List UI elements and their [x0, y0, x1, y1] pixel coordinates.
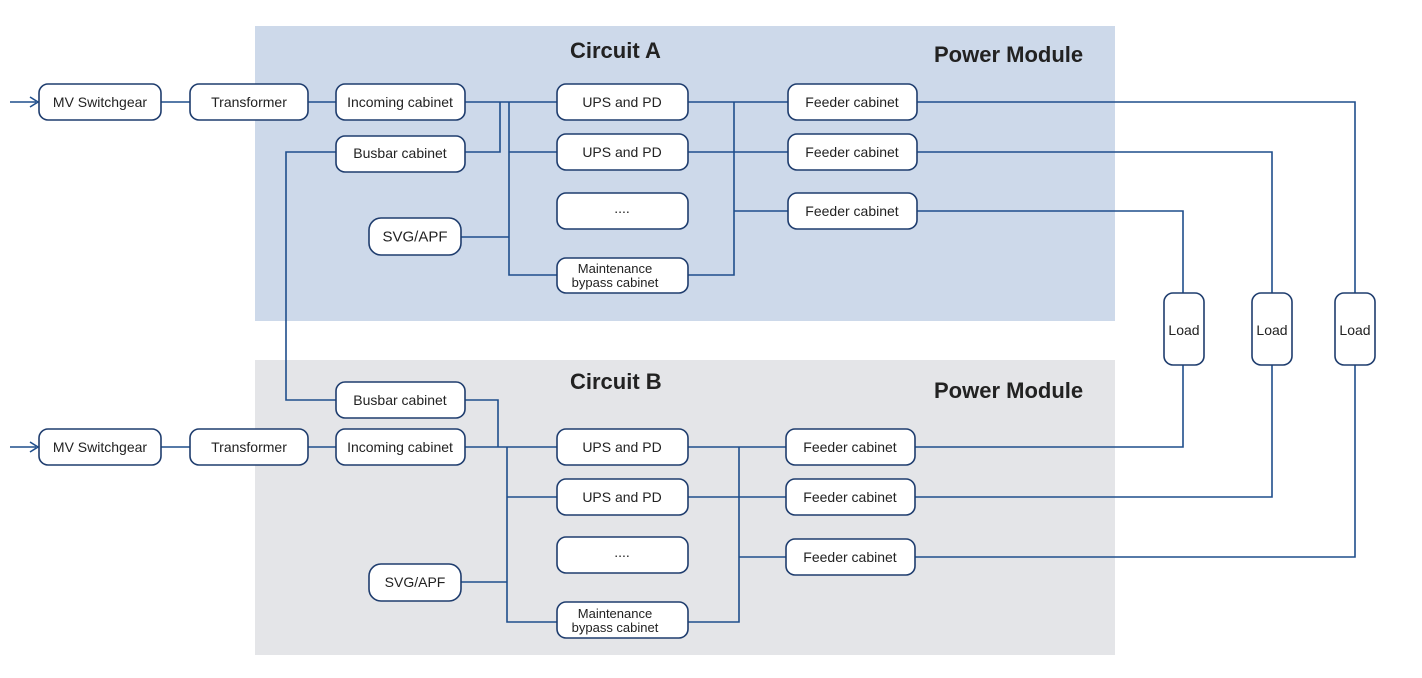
circuit-b-mv-switchgear: MV Switchgear [38, 428, 162, 466]
circuit-b-module-label: Power Module [934, 378, 1083, 403]
svg-text:Feeder cabinet: Feeder cabinet [805, 144, 899, 160]
circuit-a-mv-switchgear: MV Switchgear [38, 83, 162, 121]
circuit-a-ellipsis-placeholder: .... [556, 192, 689, 230]
circuit-b-title: Circuit B [570, 369, 662, 394]
circuit-b-wires [10, 365, 1356, 623]
svg-text:Busbar cabinet: Busbar cabinet [353, 145, 447, 161]
svg-text:MV Switchgear: MV Switchgear [53, 94, 147, 110]
load-2: Load [1251, 292, 1293, 366]
svg-text:Load: Load [1256, 322, 1287, 338]
svg-text:Feeder cabinet: Feeder cabinet [803, 489, 897, 505]
circuit-a-title: Circuit A [570, 38, 661, 63]
load-3: Load [1334, 292, 1376, 366]
svg-text:UPS and PD: UPS and PD [582, 439, 661, 455]
circuit-a-wires [10, 96, 1356, 293]
circuit-b-transformer: Transformer [189, 428, 309, 466]
svg-text:SVG/APF: SVG/APF [382, 229, 447, 246]
svg-text:UPS and PD: UPS and PD [582, 144, 661, 160]
circuit-b-feeder-cabinet-3: Feeder cabinet [785, 538, 916, 576]
svg-text:Maintenance: Maintenance [578, 261, 652, 276]
svg-text:UPS and PD: UPS and PD [582, 94, 661, 110]
busbar-tie-line [285, 151, 336, 401]
circuit-b-ups-and-pd-2: UPS and PD [556, 478, 689, 516]
circuit-b-ups-and-pd-1: UPS and PD [556, 428, 689, 466]
svg-text:Busbar cabinet: Busbar cabinet [353, 392, 447, 408]
svg-text:Feeder cabinet: Feeder cabinet [805, 203, 899, 219]
svg-text:Feeder cabinet: Feeder cabinet [803, 549, 897, 565]
circuit-a-maintenance-bypass-cabinet: Maintenance bypass cabinet [556, 257, 689, 294]
circuit-a-feeder-cabinet-3: Feeder cabinet [787, 192, 918, 230]
svg-text:MV Switchgear: MV Switchgear [53, 439, 147, 455]
svg-text:....: .... [614, 544, 630, 560]
svg-text:....: .... [614, 200, 630, 216]
svg-text:Incoming cabinet: Incoming cabinet [347, 94, 453, 110]
circuit-a-incoming-cabinet: Incoming cabinet [335, 83, 466, 121]
circuit-b-maintenance-bypass-cabinet: Maintenance bypass cabinet [556, 601, 689, 639]
svg-text:Load: Load [1339, 322, 1370, 338]
circuit-b-feeder-cabinet-2: Feeder cabinet [785, 478, 916, 516]
circuit-a-transformer: Transformer [189, 83, 309, 121]
circuit-a-feeder-cabinet-2: Feeder cabinet [787, 133, 918, 171]
svg-text:Maintenance: Maintenance [578, 606, 652, 621]
svg-text:Incoming cabinet: Incoming cabinet [347, 439, 453, 455]
circuit-a-busbar-cabinet: Busbar cabinet [335, 135, 466, 173]
circuit-a-feeder-cabinet-1: Feeder cabinet [787, 83, 918, 121]
svg-text:Feeder cabinet: Feeder cabinet [803, 439, 897, 455]
circuit-b-svg-apf: SVG/APF [368, 563, 462, 602]
svg-text:Transformer: Transformer [211, 439, 287, 455]
circuit-a-svg-apf: SVG/APF [368, 217, 462, 256]
svg-text:bypass cabinet: bypass cabinet [572, 620, 659, 635]
circuit-b-ellipsis-placeholder: .... [556, 536, 689, 574]
svg-text:bypass cabinet: bypass cabinet [572, 275, 659, 290]
svg-text:Feeder cabinet: Feeder cabinet [805, 94, 899, 110]
circuit-b-incoming-cabinet: Incoming cabinet [335, 428, 466, 466]
svg-text:SVG/APF: SVG/APF [385, 574, 446, 590]
svg-text:UPS and PD: UPS and PD [582, 489, 661, 505]
load-1: Load [1163, 292, 1205, 366]
circuit-a-ups-and-pd-1: UPS and PD [556, 83, 689, 121]
circuit-b-busbar-cabinet: Busbar cabinet [335, 381, 466, 419]
circuit-a-module-label: Power Module [934, 42, 1083, 67]
circuit-a-ups-and-pd-2: UPS and PD [556, 133, 689, 171]
circuit-b-feeder-cabinet-1: Feeder cabinet [785, 428, 916, 466]
svg-text:Transformer: Transformer [211, 94, 287, 110]
svg-text:Load: Load [1168, 322, 1199, 338]
